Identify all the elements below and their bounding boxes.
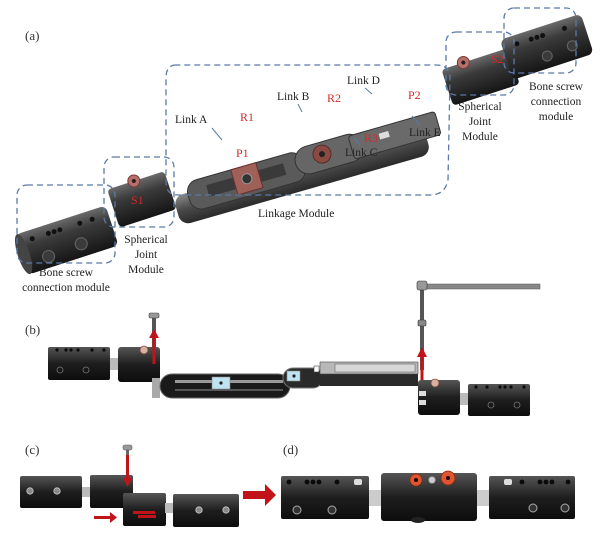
label-line: Module (462, 131, 498, 143)
label-joint-p1: P1 (236, 146, 249, 160)
label-line: module (538, 111, 574, 123)
panel-c-assembly (20, 444, 276, 527)
box-linkage (165, 64, 451, 196)
label-line: Bone screw (39, 267, 93, 279)
leader-link-b (297, 103, 303, 113)
label-joint-s1: S1 (131, 193, 144, 207)
arrow-up-b-left (149, 329, 159, 364)
bone-screw-block-left-b (48, 347, 110, 380)
leader-link-c (353, 137, 361, 146)
label-joint-r2: R2 (327, 91, 342, 105)
label-bone-screw-left: Bone screw connection module (10, 266, 122, 296)
box-bone-screw-left (16, 184, 116, 264)
label-line: Spherical (124, 234, 168, 246)
label-joint-p2: P2 (408, 88, 421, 102)
label-line: Joint (134, 249, 158, 261)
arrow-right-c (94, 512, 117, 523)
leader-link-a (211, 127, 223, 141)
bone-screw-block-right-b (468, 384, 530, 416)
t-handle-wrench-b (416, 280, 541, 370)
bone-screw-module-right (501, 15, 593, 79)
label-joint-r1: R1 (240, 110, 255, 124)
label-line: Bone screw (529, 81, 583, 93)
spherical-joint-d (381, 473, 477, 521)
spherical-joint-right (442, 49, 519, 105)
label-line: Joint (468, 116, 492, 128)
leader-link-e (411, 115, 421, 126)
panel-b-assembly (48, 280, 541, 416)
panel-label-b: (b) (25, 322, 41, 337)
bone-screw-block-c-right (173, 494, 239, 527)
box-spherical-left (103, 156, 175, 228)
label-link-b: Link B (277, 91, 310, 103)
arrow-up-b-right (417, 347, 427, 387)
label-link-c: Link C (345, 147, 378, 159)
panel-d-assembly (281, 470, 575, 523)
label-line: connection module (22, 282, 110, 294)
panel-a-assembly (14, 7, 593, 275)
arrow-c-to-d (243, 484, 276, 506)
label-line: Spherical (458, 101, 502, 113)
label-spherical-left: Spherical Joint Module (114, 233, 178, 278)
panel-label-c: (c) (25, 442, 40, 457)
box-bone-screw-right (503, 7, 577, 74)
label-line: Module (128, 264, 164, 276)
label-bone-screw-right: Bone screw connection module (516, 80, 596, 125)
panel-label-a: (a) (25, 28, 40, 43)
label-linkage-module: Linkage Module (258, 208, 335, 220)
label-link-e: Link E (409, 127, 441, 139)
label-spherical-right: Spherical Joint Module (448, 100, 512, 145)
bone-screw-block-d-left (281, 476, 369, 519)
leader-link-d (364, 87, 373, 95)
spherical-block-right-b (418, 380, 460, 415)
joint-half-upper-c (90, 475, 133, 508)
bone-screw-block-c-left (20, 476, 82, 508)
bone-screw-module-left (14, 206, 117, 275)
label-joint-r3: R3 (364, 131, 379, 145)
label-joint-s2: S2 (491, 52, 504, 66)
label-link-a: Link A (175, 114, 208, 126)
spherical-block-left-b (118, 347, 160, 382)
bone-screw-block-d-right (489, 476, 575, 519)
box-spherical-right (445, 31, 515, 96)
arrow-left-c (138, 515, 156, 518)
spherical-joint-left (108, 172, 176, 227)
label-link-d: Link D (347, 75, 380, 87)
arrow-down-c (123, 455, 132, 487)
label-line: connection (530, 96, 582, 108)
panel-label-d: (d) (283, 442, 299, 457)
joint-half-lower-c (123, 493, 166, 526)
